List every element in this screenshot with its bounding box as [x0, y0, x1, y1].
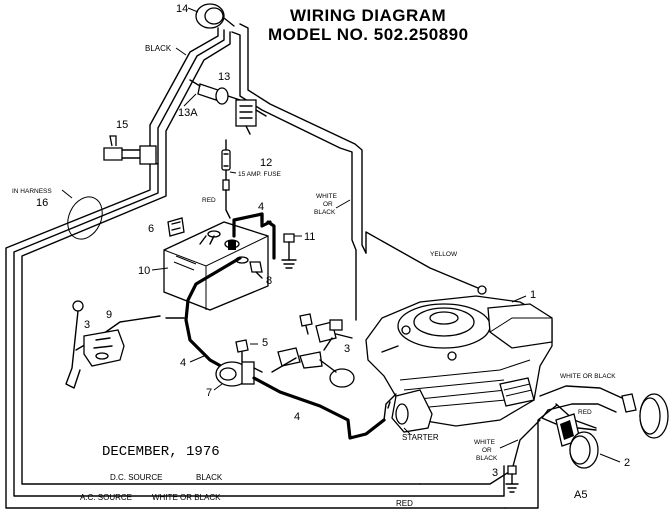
ground-3-bottom [505, 465, 519, 493]
switch-15 [103, 135, 159, 165]
callout-7: 7 [206, 387, 212, 399]
label-starter: STARTER [402, 433, 439, 442]
cable-4-battery-solenoid [184, 256, 242, 372]
diagram-date: DECEMBER, 1976 [102, 444, 220, 460]
label-dc-black: BLACK [196, 473, 223, 482]
label-black-top: BLACK [145, 44, 172, 53]
callout-1: 1 [530, 289, 536, 301]
callout-15: 15 [116, 119, 128, 131]
label-dc-source: D.C. SOURCE [110, 473, 162, 482]
callout-3-bottom: 3 [492, 467, 498, 479]
callout-2: 2 [624, 457, 630, 469]
callout-3-center: 3 [344, 343, 350, 355]
fuse-12 [221, 139, 231, 219]
ignition-switch-13 [189, 79, 267, 135]
engine-1 [365, 295, 553, 433]
callout-13: 13 [218, 71, 230, 83]
callout-12: 12 [260, 157, 272, 169]
callout-16: 16 [36, 197, 48, 209]
diagram-title-line2: MODEL NO. 502.250890 [268, 25, 469, 44]
label-red-bottom: RED [396, 499, 413, 508]
callout-4-top: 4 [258, 201, 264, 213]
callout-13a: 13A [178, 107, 198, 119]
battery-10 [163, 221, 269, 311]
label-red-top: RED [202, 197, 216, 204]
solenoid-7 [215, 361, 263, 387]
clip-6 [167, 217, 185, 237]
callout-4-bottom: 4 [294, 411, 300, 423]
label-ac-white-black: WHITE OR BLACK [152, 493, 221, 502]
label-or-top: OR [323, 201, 333, 208]
callout-5: 5 [262, 337, 268, 349]
seat-switch-9 [65, 300, 125, 389]
cable-4-starter [252, 376, 386, 440]
revision-code: A5 [574, 489, 587, 501]
label-white-lower: WHITE [474, 439, 496, 446]
callout-10: 10 [138, 265, 150, 277]
label-white-or-black-right: WHITE OR BLACK [560, 373, 616, 380]
bolt-8 [249, 261, 263, 279]
label-yellow: YELLOW [430, 251, 458, 258]
label-black-mid: BLACK [314, 209, 336, 216]
label-or-lower: OR [482, 447, 492, 454]
label-black-lower: BLACK [476, 455, 498, 462]
callout-6: 6 [148, 223, 154, 235]
gauge-14 [195, 3, 235, 29]
callout-11: 11 [304, 231, 315, 243]
headlight-upper [621, 393, 669, 439]
harness-binding [67, 196, 103, 240]
label-fuse: 15 AMP. FUSE [238, 171, 282, 178]
terminal-5 [235, 339, 249, 363]
callout-8: 8 [266, 275, 272, 287]
headlight-lower [569, 431, 599, 469]
label-in-harness: IN HARNESS [12, 188, 52, 195]
callout-14: 14 [176, 3, 188, 15]
wire-harness [5, 23, 558, 509]
diagram-title-line1: WIRING DIAGRAM [290, 6, 446, 25]
callout-4-left: 4 [180, 357, 186, 369]
connector-assembly-3 [271, 313, 355, 388]
callout-9: 9 [106, 309, 112, 321]
label-ac-source: A.C. SOURCE [80, 493, 132, 502]
ground-bolt-11 [281, 233, 297, 269]
callout-3-left: 3 [84, 319, 90, 331]
label-red-right: RED [578, 409, 592, 416]
label-white-top: WHITE [316, 193, 338, 200]
